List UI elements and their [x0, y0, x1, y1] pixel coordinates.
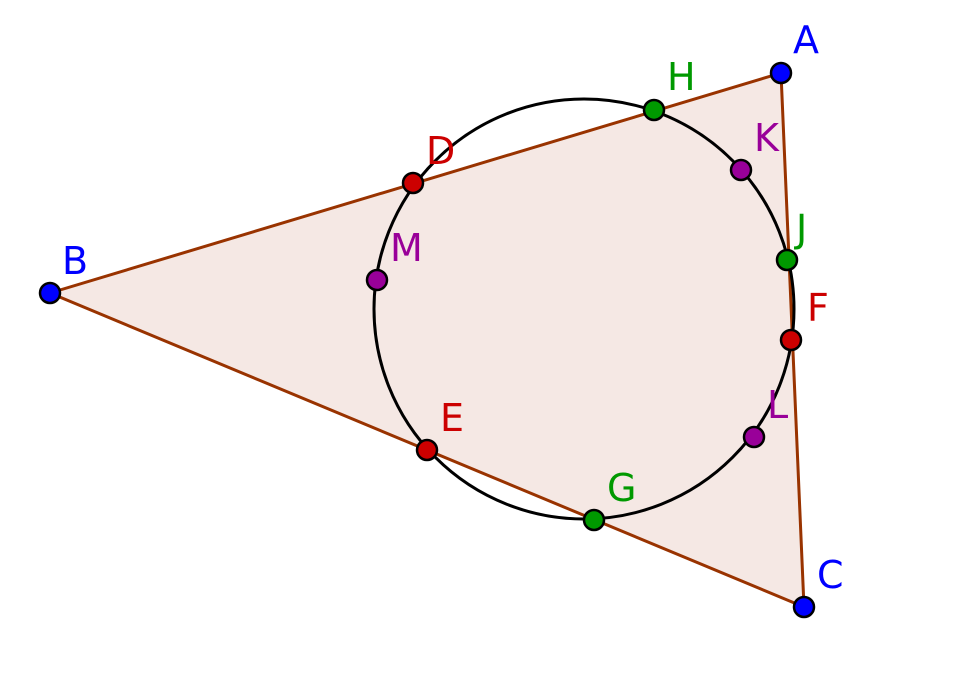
point-f[interactable]: F [779, 286, 829, 352]
point-h-label: H [667, 55, 696, 99]
point-d-label: D [426, 129, 455, 173]
point-a-label: A [793, 18, 819, 62]
point-j-label: J [794, 207, 807, 251]
point-c[interactable]: C [792, 553, 844, 619]
point-j[interactable]: J [775, 207, 807, 272]
point-k[interactable]: K [729, 116, 780, 182]
point-l[interactable]: L [742, 383, 788, 449]
point-f-label: F [807, 286, 829, 330]
point-g-label: G [607, 466, 636, 510]
point-h-dot[interactable] [642, 98, 666, 122]
point-m-label: M [390, 226, 423, 270]
point-m-dot[interactable] [365, 268, 389, 292]
point-e[interactable]: E [415, 396, 464, 462]
point-e-dot[interactable] [415, 438, 439, 462]
point-j-dot[interactable] [775, 248, 799, 272]
point-a[interactable]: A [769, 18, 819, 85]
point-c-dot[interactable] [792, 595, 816, 619]
point-m[interactable]: M [365, 226, 423, 292]
point-a-dot[interactable] [769, 61, 793, 85]
point-g-dot[interactable] [582, 508, 606, 532]
point-l-label: L [767, 383, 788, 427]
point-d[interactable]: D [401, 129, 455, 195]
point-c-label: C [817, 553, 844, 597]
point-e-label: E [440, 396, 464, 440]
point-h[interactable]: H [642, 55, 696, 122]
point-f-dot[interactable] [779, 328, 803, 352]
point-b-label: B [62, 239, 88, 283]
point-l-dot[interactable] [742, 425, 766, 449]
point-k-dot[interactable] [729, 158, 753, 182]
point-b[interactable]: B [38, 239, 88, 305]
point-k-label: K [754, 116, 780, 160]
point-b-dot[interactable] [38, 281, 62, 305]
point-g[interactable]: G [582, 466, 636, 532]
point-d-dot[interactable] [401, 171, 425, 195]
